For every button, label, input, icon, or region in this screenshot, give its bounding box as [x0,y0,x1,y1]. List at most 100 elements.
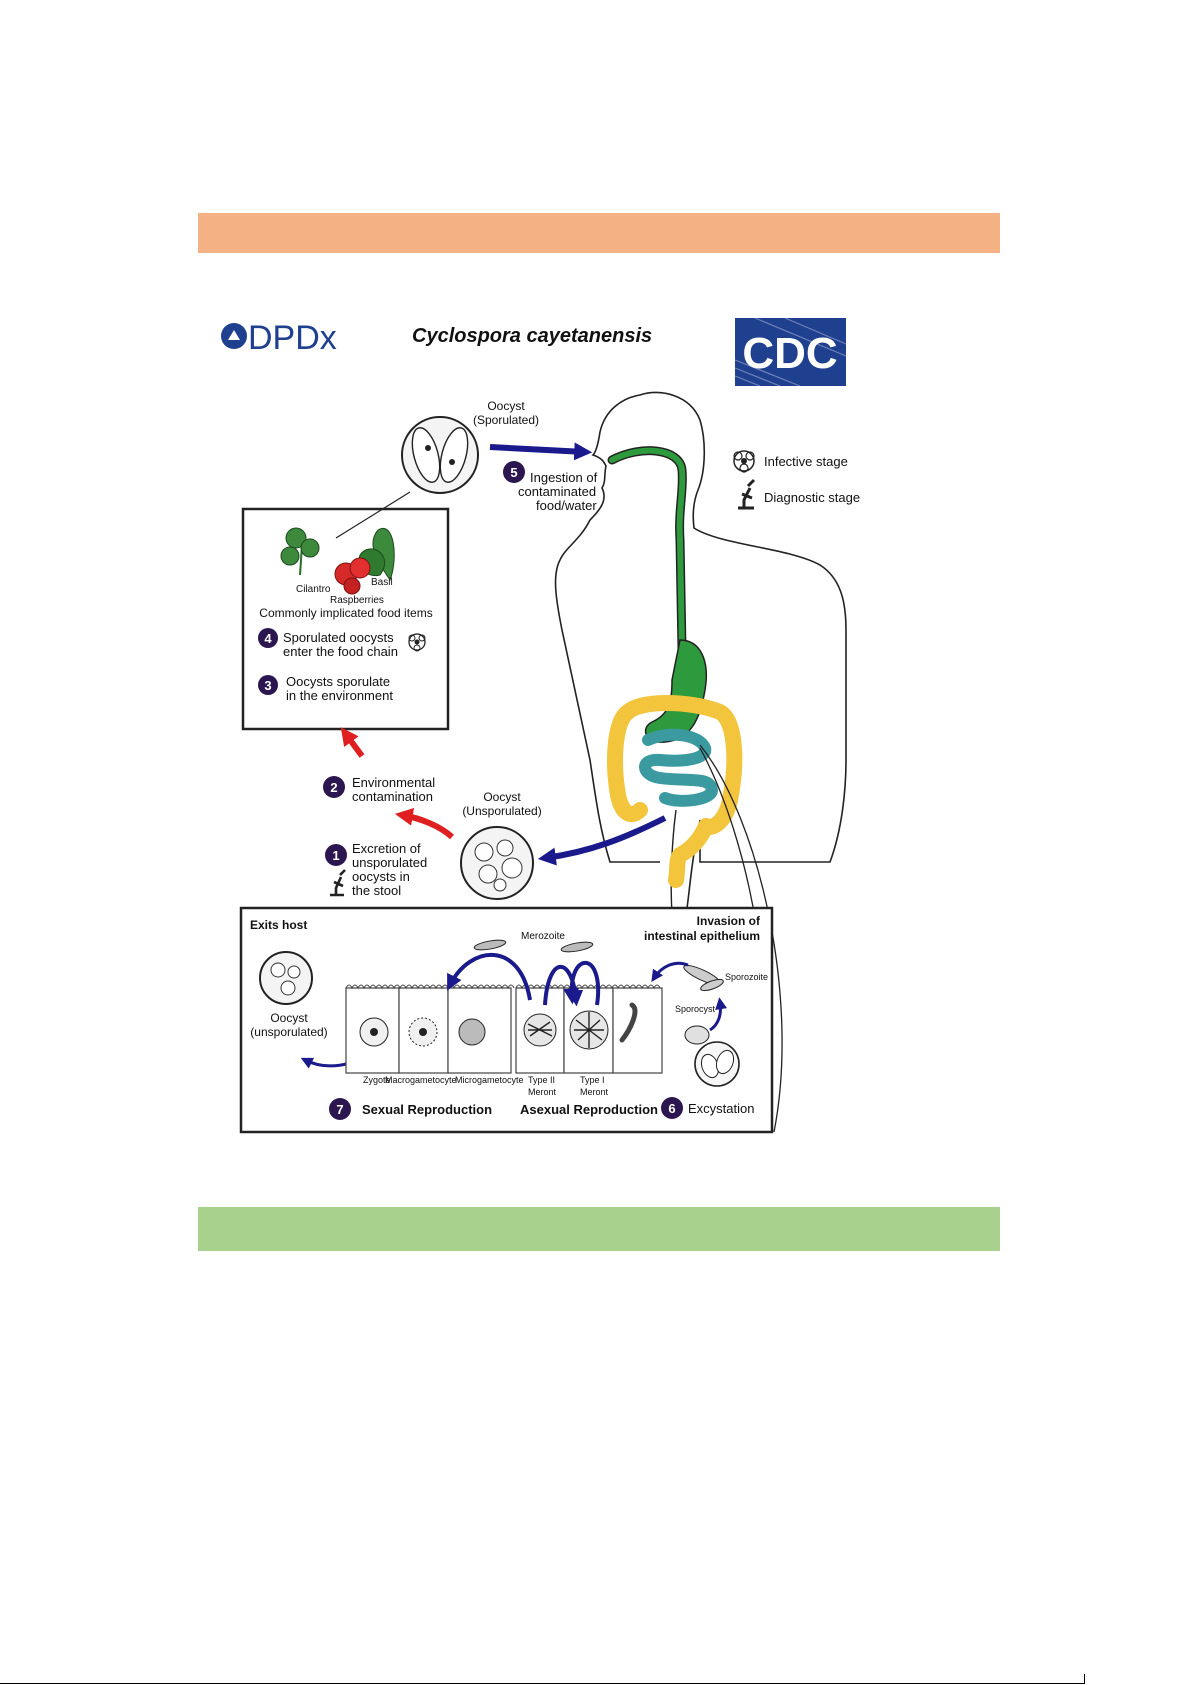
step-6-number: 6 [668,1101,675,1116]
epithelium [345,987,663,1074]
footer-rule [0,1683,1085,1684]
food-basil: Basil [371,577,393,588]
step-3-line-2: in the environment [286,688,393,703]
step-3-line-1: Oocysts sporulate [286,674,390,689]
step-1-line-4: the stool [352,883,401,898]
human-silhouette [554,391,847,916]
exiting-oocyst-label-2: (unsporulated) [250,1025,327,1039]
step-7-number: 7 [336,1102,343,1117]
oocyst-unsporulated-label-1: Oocyst [483,790,521,804]
diagram-title: Cyclospora cayetanensis [412,325,652,347]
step-4-line-2: enter the food chain [283,644,398,659]
cdc-logo-text: CDC [742,329,837,378]
microscope-icon [738,478,756,510]
arrow-sporozoite-invasion [651,961,689,982]
label-microgametocyte: Microgametocyte [455,1075,524,1085]
footer-tick [1084,1674,1085,1684]
microgametocyte-cell-icon [458,1018,486,1046]
legend: Infective stage Diagnostic stage [733,450,860,510]
step-2-line-2: contamination [352,789,433,804]
food-caption: Commonly implicated food items [259,606,432,620]
step-2-number: 2 [330,780,337,795]
oocyst-sporulated-label-1: Oocyst [487,399,525,413]
step-5-number: 5 [510,465,517,480]
step-6-circle [661,1097,683,1119]
zygote-cell-icon [359,1017,389,1047]
step-4-line-1: Sporulated oocysts [283,630,394,645]
arrow-merozoite-to-sexual [447,952,532,1001]
sporozoite-icon-2 [700,978,724,992]
dpdx-logo-text: DPDx [248,319,337,357]
label-sporocyst: Sporocyst [675,1004,716,1014]
stomach [644,639,707,743]
merozoite-icon-2 [560,941,594,953]
microscope-icon-step-1 [330,869,346,897]
label-zygote: Zygote [363,1075,391,1085]
arrow-excretion [537,815,667,866]
bottom-color-band [198,1207,1000,1251]
step-1-line-3: oocysts in [352,869,410,884]
asexual-reproduction-label: Asexual Reproduction [520,1102,658,1117]
arrow-excystation [709,997,728,1032]
unsporulated-oocyst-icon [460,826,534,900]
step-1-circle [325,844,347,866]
top-color-band [198,213,1000,253]
cdc-logo: CDC [734,317,847,387]
arrow-to-environment [394,807,455,840]
sporulated-oocyst-icon [401,416,479,494]
raspberries-icon [334,557,371,595]
step-1-line-1: Excretion of [352,841,421,856]
label-sporozoite: Sporozoite [725,972,768,982]
excysting-oocyst-icon [694,1041,740,1087]
label-type-1-meront-1: Type I [580,1075,605,1085]
excystation-label: Excystation [688,1101,754,1116]
oocyst-unsporulated-label-2: (Unsporulated) [462,804,541,818]
step-5-line-3: food/water [536,498,597,513]
type-2-meront-icon [523,1013,557,1047]
macrogametocyte-cell-icon [408,1017,438,1047]
step-3-circle [258,675,278,695]
food-cilantro: Cilantro [296,584,331,595]
food-chain-box [241,507,450,731]
arrow-to-food-box [340,727,365,758]
food-raspberries: Raspberries [330,595,384,606]
step-2-circle [323,776,345,798]
invasion-label-1: Invasion of [697,914,761,928]
step-5-line-1: Ingestion of [530,470,598,485]
sexual-reproduction-label: Sexual Reproduction [362,1102,492,1117]
step-5-line-2: contaminated [518,484,596,499]
step-1-line-2: unsporulated [352,855,427,870]
exiting-oocyst-label-1: Oocyst [270,1011,308,1025]
legend-diagnostic: Diagnostic stage [764,490,860,505]
legend-infective: Infective stage [764,454,848,469]
step-3-number: 3 [264,678,271,693]
sporocyst-icon [684,1025,710,1045]
biohazard-icon-step-4 [408,633,426,652]
biohazard-icon [733,450,755,473]
merozoite-icon-1 [473,939,507,951]
label-type-1-meront-2: Meront [580,1087,609,1097]
step-1-number: 1 [332,848,339,863]
step-4-number: 4 [264,631,272,646]
label-type-2-meront-1: Type II [528,1075,555,1085]
step-7-circle [329,1098,351,1120]
small-intestine [639,728,719,807]
cilantro-icon [280,527,320,576]
step-5-circle [503,461,525,483]
step-4-circle [258,628,278,648]
invasion-label-2: intestinal epithelium [644,929,760,943]
exiting-oocyst-icon [259,951,313,1005]
dpdx-logo: DPDx [221,319,337,357]
large-intestine [607,695,743,888]
arrow-merozoite-loop [563,960,601,1006]
arrow-ingestion [489,442,593,461]
exits-host-label: Exits host [250,918,307,932]
label-type-2-meront-2: Meront [528,1087,557,1097]
label-macrogametocyte: Macrogametocyte [385,1075,457,1085]
arrow-merozoite-reinvade [543,965,584,1007]
label-merozoite: Merozoite [521,931,565,942]
type-1-meront-icon [569,1010,609,1050]
oocyst-sporulated-label-2: (Sporulated) [473,413,539,427]
step-2-line-1: Environmental [352,775,435,790]
